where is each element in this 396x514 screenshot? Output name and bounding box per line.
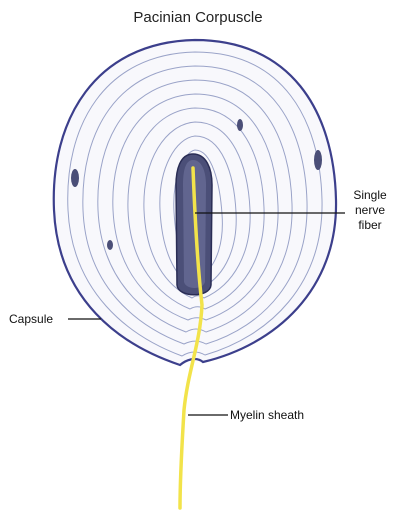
nerve-fiber-label: Single nerve fiber: [346, 188, 394, 233]
nerve-fiber-label-line-1: Single: [346, 188, 394, 203]
nerve-fiber-label-line-3: fiber: [346, 218, 394, 233]
myelin-sheath-label: Myelin sheath: [230, 408, 304, 423]
nerve-fiber-label-line-2: nerve: [346, 203, 394, 218]
capsule-label: Capsule: [9, 312, 53, 327]
